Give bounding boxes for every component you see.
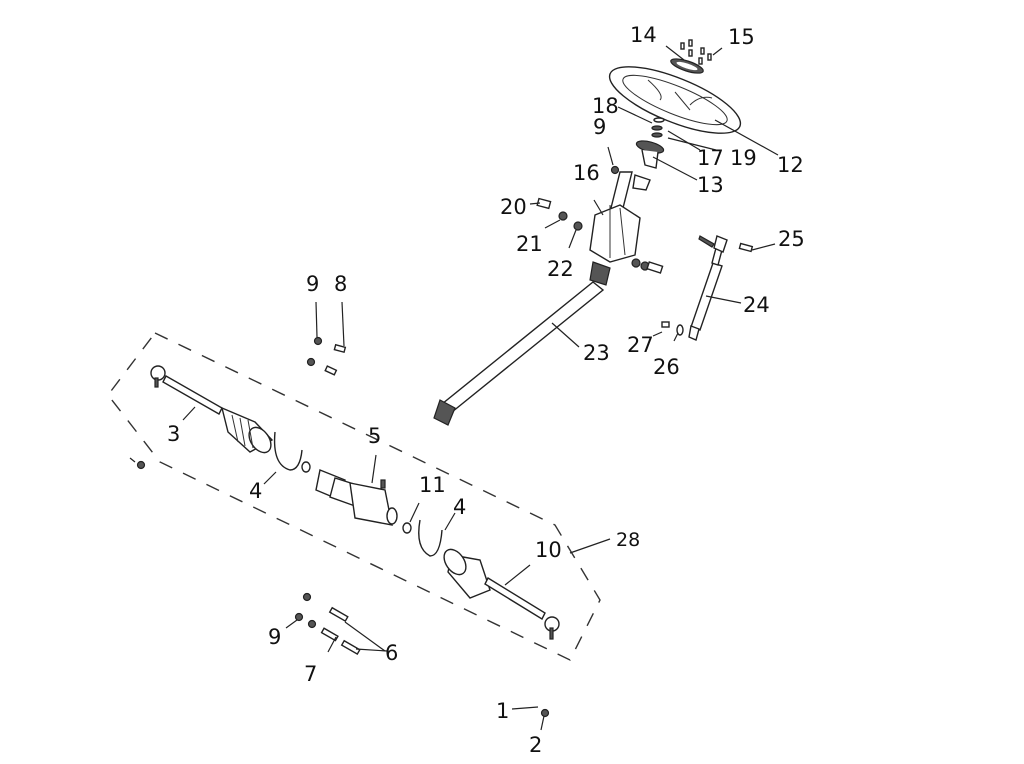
bolt-25 [738,242,754,253]
nut [302,592,312,602]
washer-26 [676,324,684,336]
clamp-left [273,431,303,471]
label-4a: 4 [249,479,262,503]
steering-wheel [608,66,742,134]
label-20: 20 [500,195,527,219]
label-8: 8 [334,272,347,296]
label-18: 18 [592,94,619,118]
label-19: 19 [730,146,757,170]
washer-11 [402,522,412,534]
label-3: 3 [167,422,180,446]
label-2: 2 [529,733,542,757]
label-28: 28 [616,529,640,551]
castle-nut [540,708,550,718]
label-9c: 9 [268,625,281,649]
loose-pin [129,457,136,463]
nut [313,336,323,346]
label-15: 15 [728,25,755,49]
label-11: 11 [419,473,446,497]
clamp-right [418,519,443,557]
nut-22 [573,221,583,231]
bolt-27 [661,321,670,328]
leader-lines [182,45,779,731]
label-9b: 9 [306,272,319,296]
rack-housing [315,469,398,526]
tie-rod-right [443,548,560,640]
wheel-cap [670,58,704,74]
bolt-7 [320,627,339,642]
gas-strut [688,235,728,341]
label-27: 27 [627,333,654,357]
label-17: 17 [697,146,724,170]
label-16: 16 [573,161,600,185]
label-7: 7 [304,662,317,686]
column-bolt [631,258,664,274]
steering-shaft [433,261,611,426]
small-washers [651,117,665,138]
label-26: 26 [653,355,680,379]
nut [307,619,317,629]
label-10: 10 [535,538,562,562]
label-14: 14 [630,23,657,47]
washer [301,461,311,473]
label-25: 25 [778,227,805,251]
bolt-6 [328,606,349,623]
label-12: 12 [777,153,804,177]
label-21: 21 [516,232,543,256]
screws [680,39,712,65]
loose-nut [136,460,146,470]
label-24: 24 [743,293,770,317]
nut-21 [558,211,568,221]
label-6: 6 [385,641,398,665]
tie-rod-left [150,365,274,454]
steering-column [589,171,651,263]
label-9: 9 [593,115,606,139]
nut [294,612,304,622]
label-4b: 4 [453,495,466,519]
label-5: 5 [368,424,381,448]
bolt-6b [340,639,361,656]
bolt-8 [333,343,347,354]
bolt-20 [536,197,552,210]
nut [306,357,316,367]
steering-hub [635,140,665,169]
label-13: 13 [697,173,724,197]
label-23: 23 [583,341,610,365]
label-1: 1 [496,699,509,723]
rack-assembly-outline [107,332,601,661]
nut [610,165,620,175]
bolt [324,365,338,376]
label-22: 22 [547,257,574,281]
